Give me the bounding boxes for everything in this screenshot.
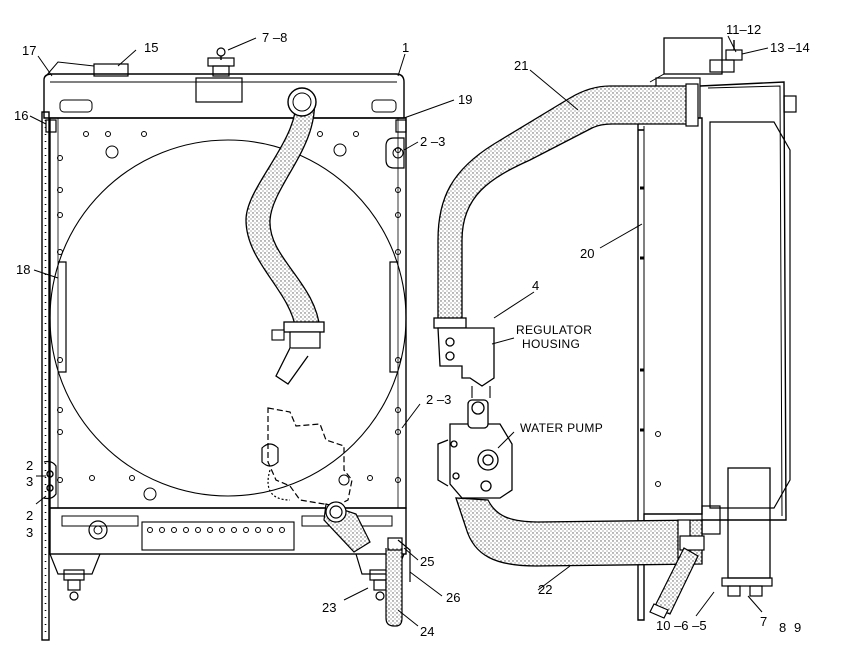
callout-13-14: 13 –14 [770,40,810,55]
note-water-pump: WATER PUMP [520,421,603,435]
callout-4: 4 [532,278,539,293]
water-pump-outline-front [261,407,371,553]
callout-16: 16 [14,108,28,123]
fan-shroud [49,139,407,497]
bottom-tank [49,507,407,555]
radiator-side-view [637,37,797,621]
upper-hose-side [433,83,699,329]
side-cap [663,37,723,75]
callout-18: 18 [16,262,30,277]
side-tank [699,81,787,521]
top-tank [43,73,405,119]
callout-2-left-b: 2 [26,508,33,523]
note-regulator-line1: REGULATOR [516,323,592,337]
bolt-holes [57,131,401,501]
leader-lines [29,35,769,627]
callout-2-3-upper: 2 –3 [420,134,445,149]
callout-17: 17 [22,43,36,58]
callout-22: 22 [538,582,552,597]
callout-8: 8 [779,620,786,635]
lower-hose-side [455,497,705,619]
callout-2-3-mid: 2 –3 [426,392,451,407]
water-pump [437,399,513,499]
callout-7-8-top: 7 –8 [262,30,287,45]
upper-hose-front [245,87,325,385]
callout-24: 24 [420,624,434,639]
callout-10-6-5: 10 –6 –5 [656,618,707,633]
callout-23: 23 [322,600,336,615]
callout-20: 20 [580,246,594,261]
callout-2-left-a: 2 [26,458,33,473]
callout-19: 19 [458,92,472,107]
callout-26: 26 [446,590,460,605]
callout-labels: 17 15 7 –8 1 16 19 2 –3 18 2 –3 2 3 2 3 … [14,22,810,639]
callout-11-12: 11–12 [726,22,761,37]
callout-7: 7 [760,614,767,629]
callout-3-left-b: 3 [26,525,33,540]
callout-1: 1 [402,40,409,55]
filler-neck [93,63,129,77]
core-frame [49,117,407,509]
regulator-housing [437,327,495,398]
callout-15: 15 [144,40,158,55]
callout-9: 9 [794,620,801,635]
radiator-front-view [41,47,411,641]
callout-3-left-a: 3 [26,474,33,489]
side-strip [41,111,50,641]
callout-25: 25 [420,554,434,569]
callout-21: 21 [514,58,528,73]
note-regulator-line2: HOUSING [522,337,580,351]
